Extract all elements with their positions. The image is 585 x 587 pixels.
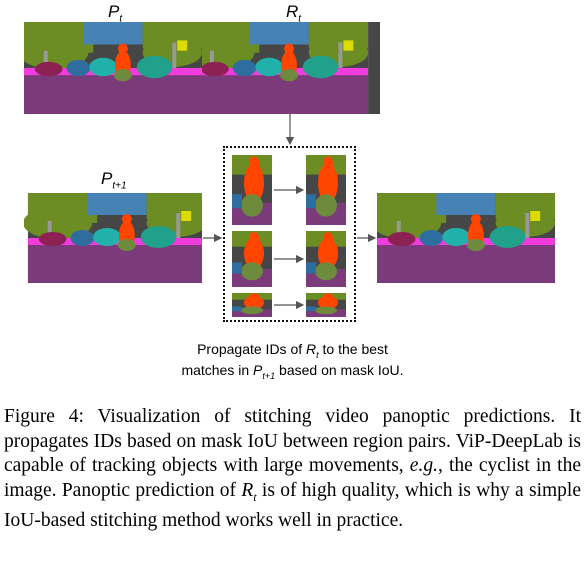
matching-box (223, 146, 356, 322)
label-pt: Pt (108, 2, 123, 25)
figure-caption: Figure 4: Visualization of stitching vid… (4, 406, 582, 532)
label-rt: Rt (286, 2, 302, 25)
flow-arrows (203, 114, 377, 310)
panoptic-pred-rt (202, 22, 380, 114)
propagate-line-1: Propagate IDs of Rt to the best (197, 341, 388, 360)
propagate-line-2: matches in Pt+1 based on mask IoU. (181, 362, 404, 381)
label-pt1: Pt+1 (101, 169, 127, 192)
